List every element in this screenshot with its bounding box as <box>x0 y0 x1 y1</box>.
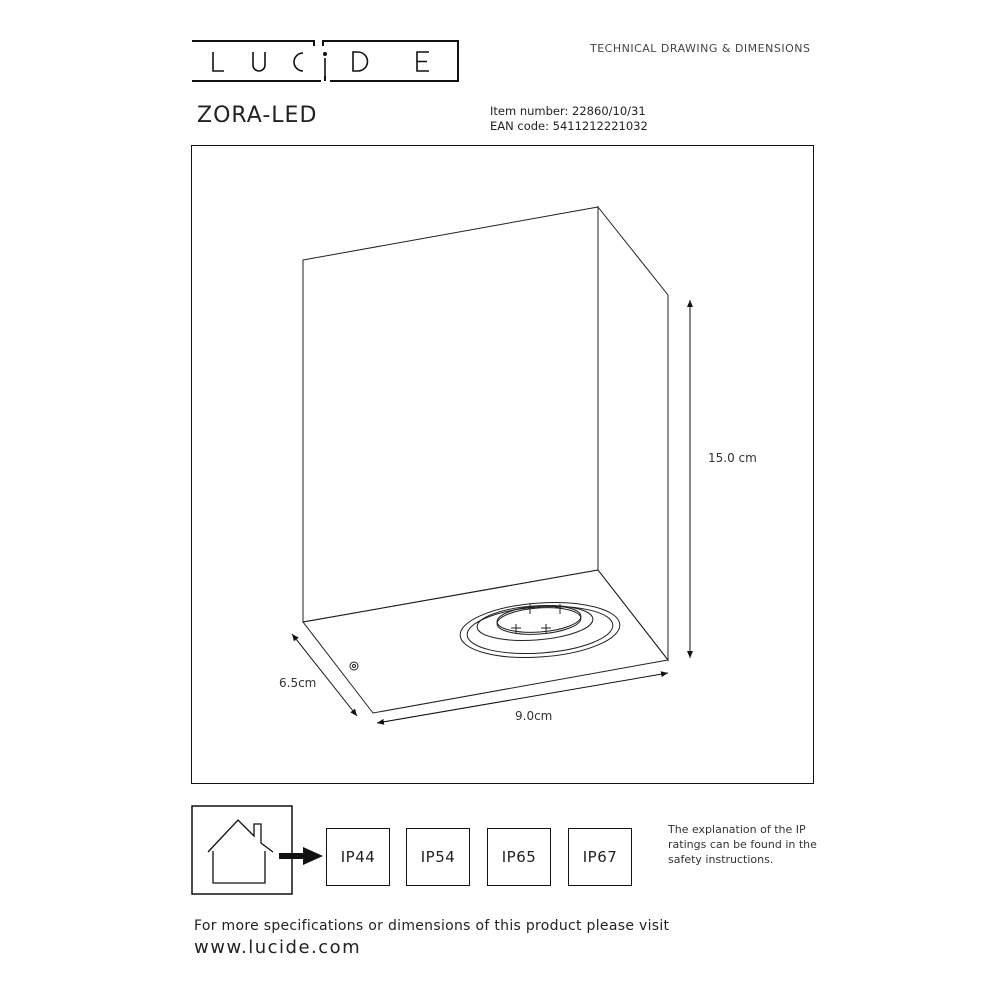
side-face <box>597 205 669 662</box>
ean-label: EAN code: <box>490 119 549 133</box>
item-number: 22860/10/31 <box>572 104 646 118</box>
ip-rating-box: IP67 <box>568 828 632 886</box>
depth-dimension: 6.5cm <box>279 676 317 690</box>
ip-note: The explanation of the IP ratings can be… <box>668 823 817 866</box>
ip-rating-box: IP44 <box>326 828 390 886</box>
ip-rating-box: IP54 <box>406 828 470 886</box>
bottom-face <box>302 569 669 714</box>
product-name: ZORA-LED <box>197 103 318 128</box>
width-dimension: 9.0cm <box>515 709 553 723</box>
ip-rating-box: IP65 <box>487 828 551 886</box>
item-number-label: Item number: <box>490 104 569 118</box>
document-header: TECHNICAL DRAWING & DIMENSIONS <box>590 42 811 55</box>
product-meta: Item number: 22860/10/31 EAN code: 54112… <box>490 104 648 134</box>
drawing-frame <box>191 145 814 784</box>
front-face <box>302 206 599 623</box>
lucide-logo <box>192 40 459 82</box>
footer-text: For more specifications or dimensions of… <box>194 918 670 934</box>
website-link[interactable]: www.lucide.com <box>194 937 362 958</box>
ean-code: 5411212221032 <box>552 119 648 133</box>
house-icon <box>191 805 323 895</box>
height-dimension: 15.0 cm <box>708 451 757 465</box>
